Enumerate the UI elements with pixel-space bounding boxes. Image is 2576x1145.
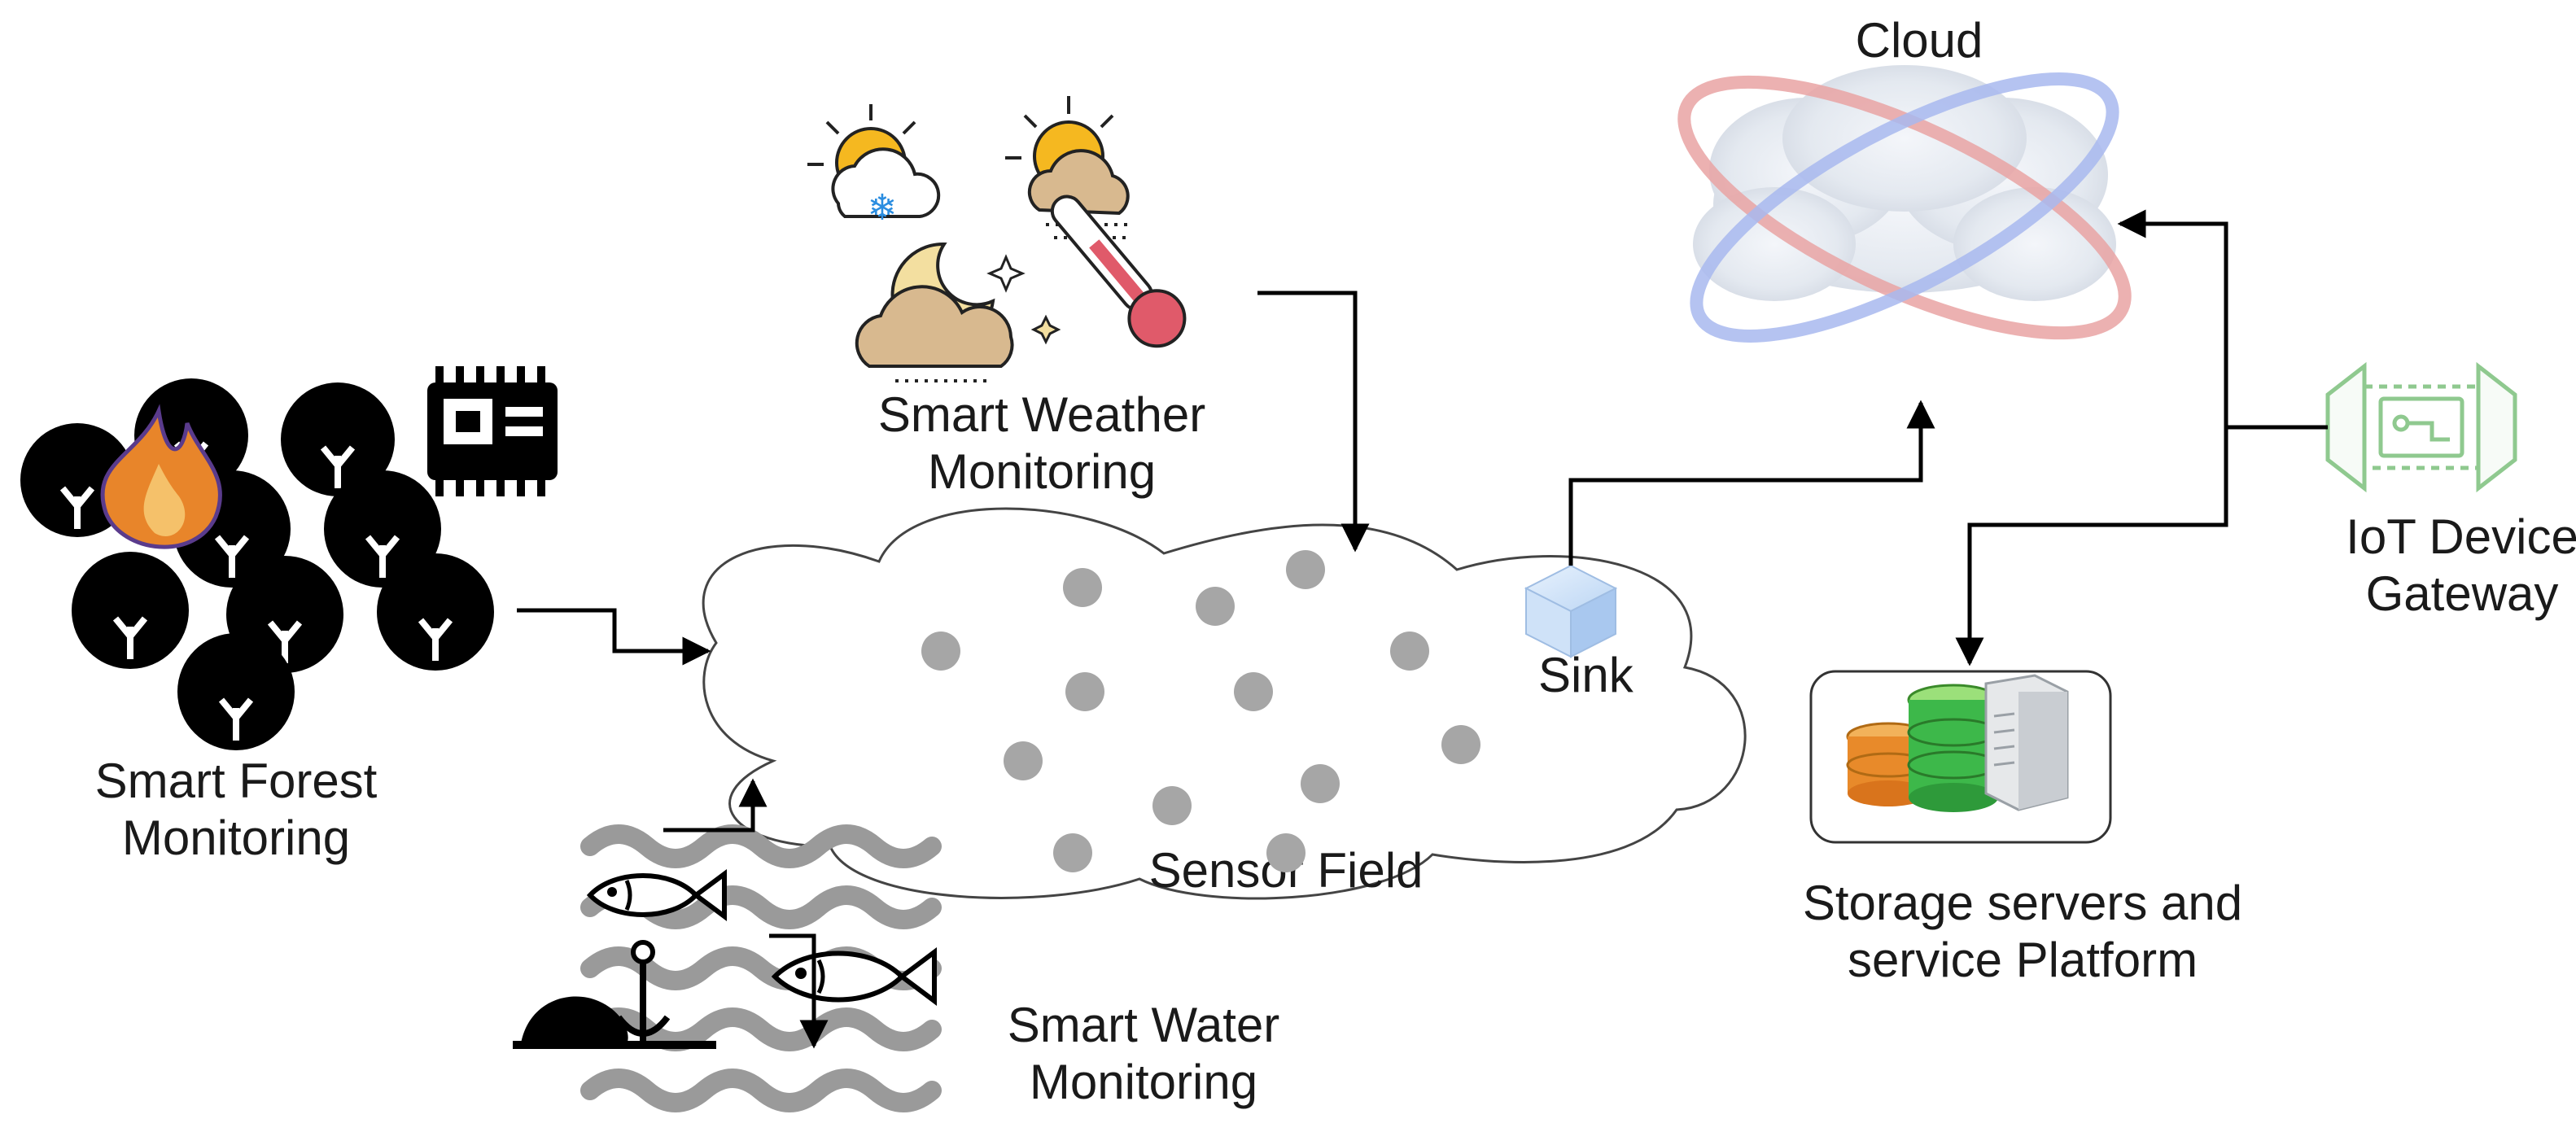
connectors [517, 209, 2328, 1049]
moon-cloud-icon [855, 242, 1061, 382]
water-icons [513, 824, 942, 1112]
sensor-node [1196, 587, 1235, 626]
sensor-node [1234, 672, 1273, 711]
weather-label: Monitoring [928, 444, 1156, 499]
storage-label: Storage servers and [1803, 876, 2242, 930]
weather-label: Smart Weather [878, 387, 1205, 442]
arrow-water-down [769, 933, 829, 1049]
sensor-node [1286, 550, 1325, 589]
gateway-label: IoT Device [2346, 509, 2576, 564]
sensor-node [1065, 672, 1104, 711]
storage-label: service Platform [1848, 933, 2198, 987]
svg-text:❄: ❄ [868, 187, 898, 229]
arrow-water-to-field [663, 778, 768, 833]
fish-icon [586, 869, 937, 1006]
cloud-icon [1677, 65, 2132, 343]
sensor-node [1152, 786, 1192, 825]
sensor-node [1063, 568, 1102, 607]
arrow-weather-to-field [1257, 291, 1370, 553]
fire-icon [100, 404, 222, 549]
sensor-board-icon [427, 366, 558, 496]
sink-label: Sink [1538, 648, 1634, 702]
sensor-node [1441, 725, 1480, 764]
sensor-node [1266, 833, 1305, 872]
gateway-label: Gateway [2366, 566, 2559, 621]
anchor-icon [513, 940, 716, 1049]
sun-rain-cloud-icon [1005, 96, 1130, 239]
cloud-label: Cloud [1856, 13, 1983, 68]
sensor-node [1301, 764, 1340, 803]
sensor-nodes [921, 550, 1480, 872]
sun-snow-cloud-icon: ❄ [807, 104, 941, 229]
sensor-node [921, 631, 960, 671]
weather-icons: ❄ [807, 96, 1187, 382]
arrow-gateway-to-cloud [2117, 209, 2328, 430]
water-label: Smart Water [1008, 998, 1279, 1052]
gateway-icon [2325, 361, 2517, 493]
arrow-sink-to-cloud [1568, 400, 1935, 566]
tree-icon [20, 378, 494, 750]
thermometer-icon [1050, 194, 1187, 348]
forest-icons [20, 366, 558, 750]
arrow-gateway-to-storage [1955, 427, 2228, 666]
sensor-node [1053, 833, 1092, 872]
sensor-node [1390, 631, 1429, 671]
cube-icon [1524, 564, 1618, 658]
database-server-icon [1846, 674, 2069, 812]
forest-label: Monitoring [122, 811, 350, 865]
arrow-forest-to-field [517, 608, 711, 666]
water-label: Monitoring [1030, 1055, 1257, 1109]
forest-label: Smart Forest [95, 754, 378, 808]
sensor-node [1004, 741, 1043, 780]
